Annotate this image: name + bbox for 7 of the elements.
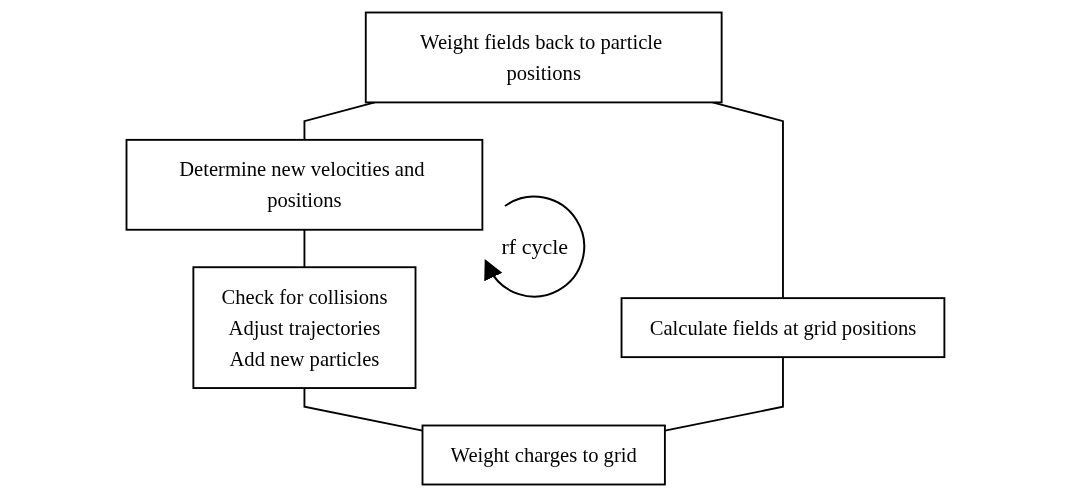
- connector: [664, 356, 784, 432]
- node-box: Check for collisions Adjust trajectories Add new particles: [192, 266, 417, 389]
- node-box: Determine new velocities and positions: [125, 138, 484, 231]
- connector: [303, 228, 306, 269]
- node-box: Weight fields back to particle positions: [364, 11, 723, 104]
- node-box: Calculate fields at grid positions: [620, 297, 946, 359]
- node-box: Weight charges to grid: [421, 424, 666, 486]
